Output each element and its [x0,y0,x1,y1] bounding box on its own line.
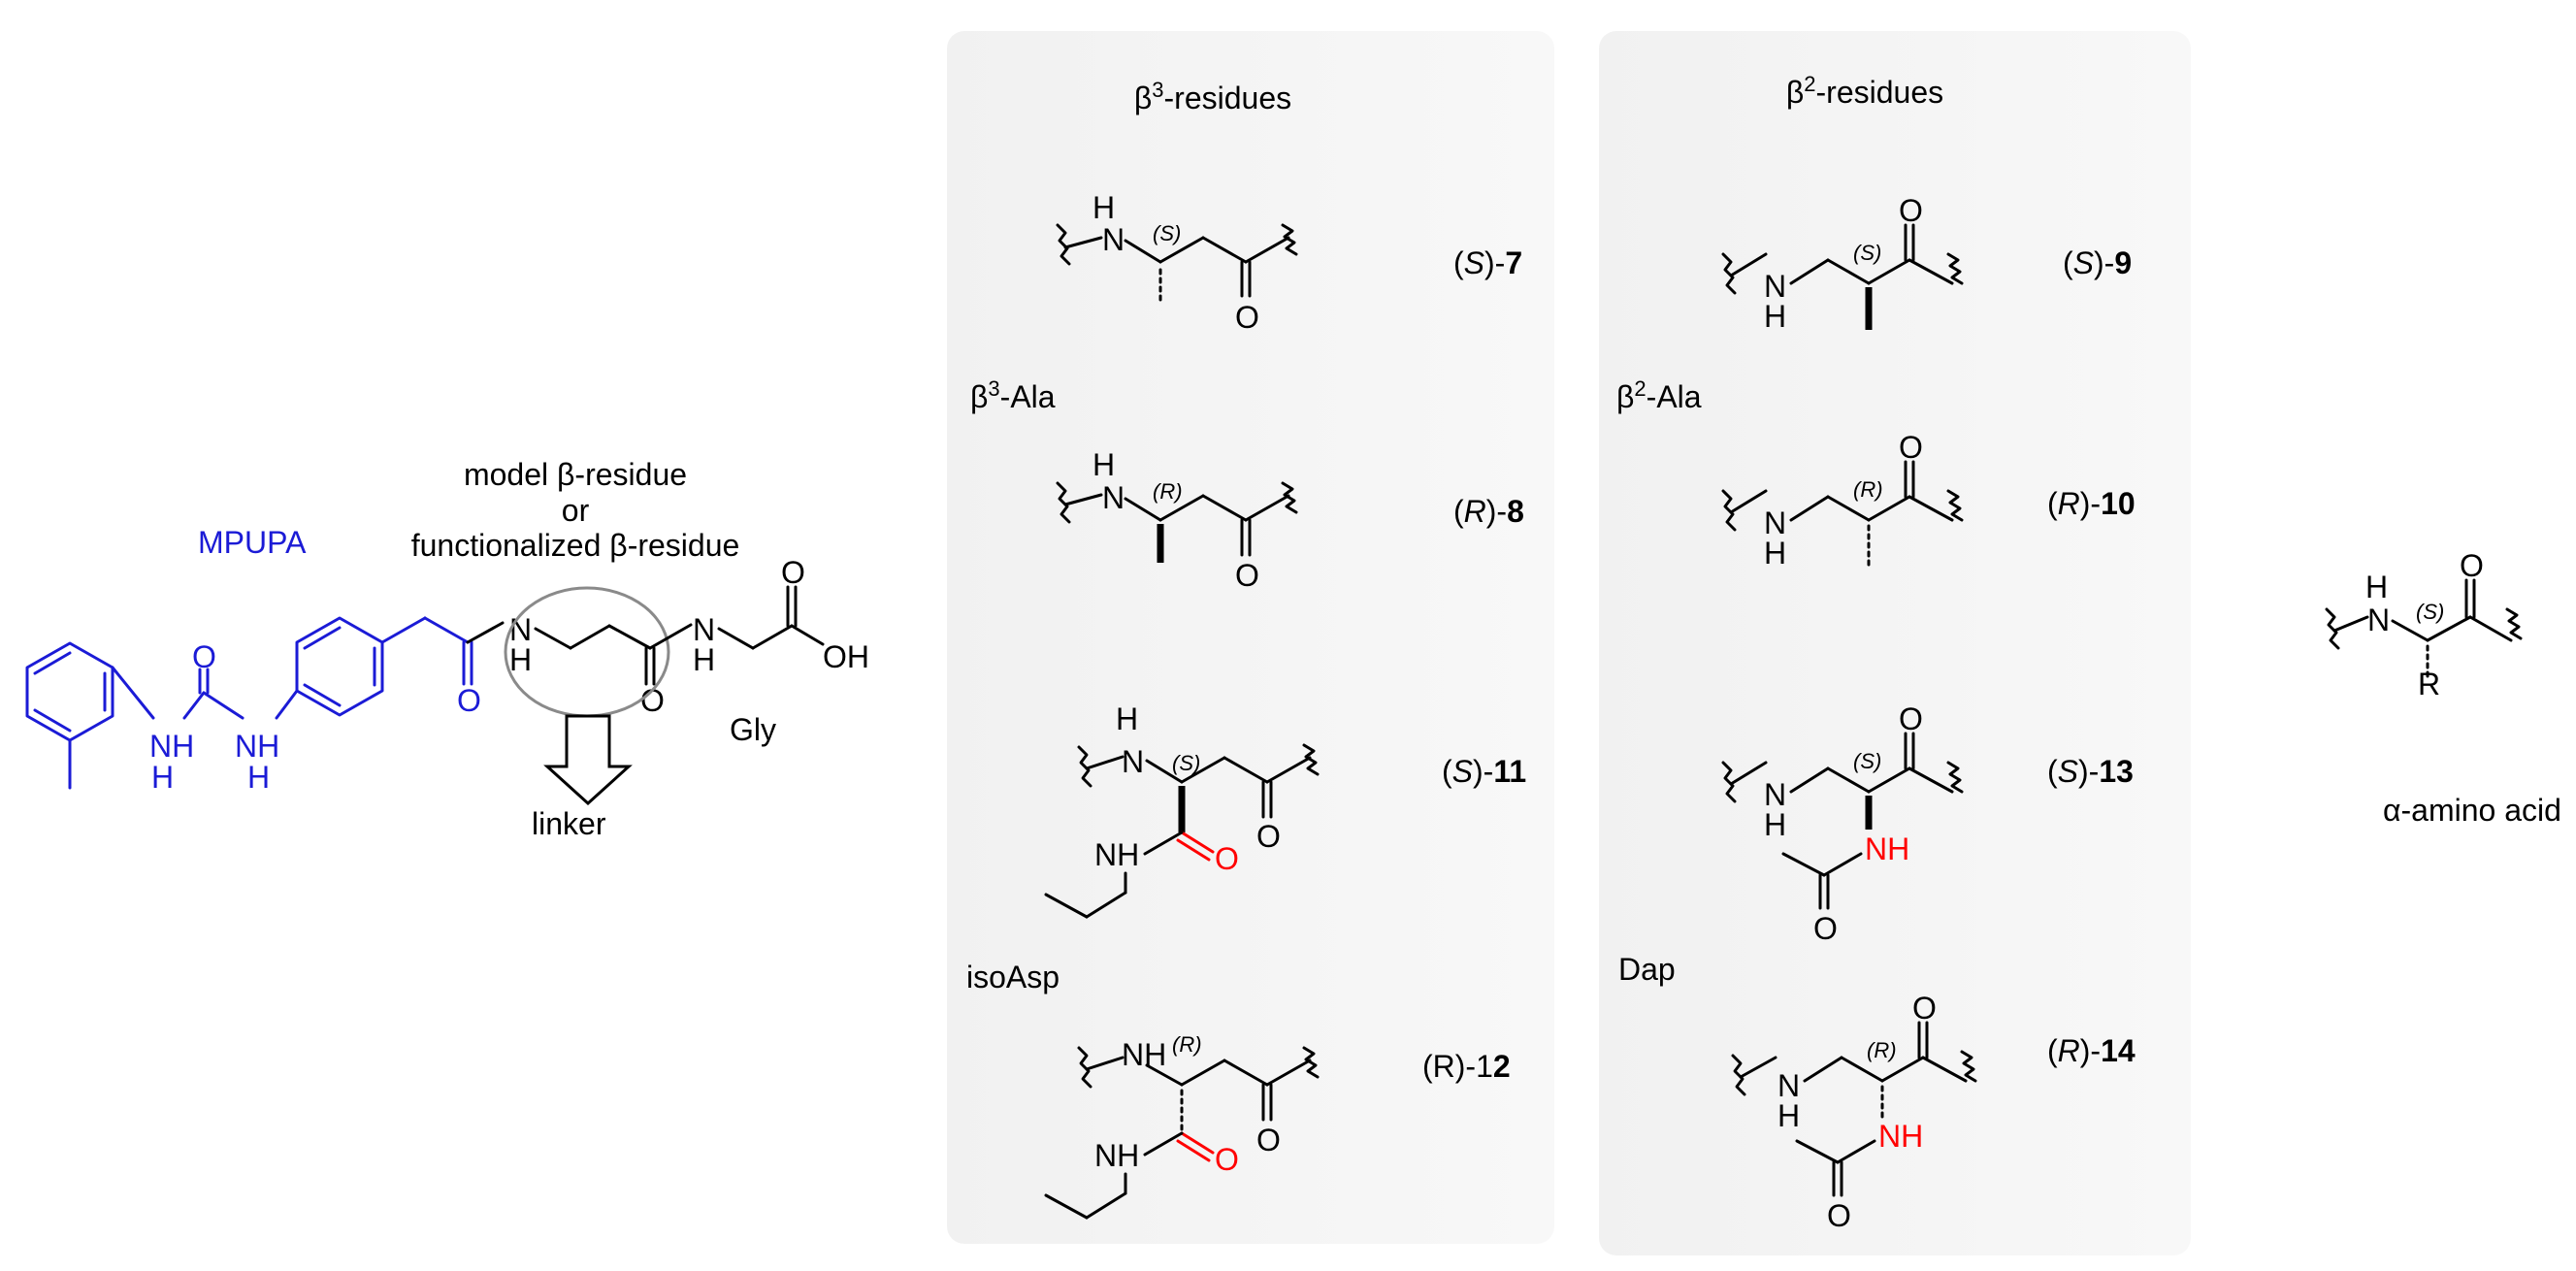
svg-text:O: O [1235,300,1259,335]
svg-text:N: N [1102,480,1125,515]
svg-text:O: O [781,555,805,590]
compound-10-label: (R)-10 [2047,486,2136,521]
dap-label: Dap [1618,952,1676,987]
beta2-panel [1599,31,2191,1255]
linker-region: N H O linker model β-residue or function… [411,457,740,841]
mpupa-label: MPUPA [198,525,307,560]
compound-14-structure: N H (R) O NH O [1731,991,1977,1233]
compound-8-label: (R)-8 [1453,494,1524,529]
compound-10-structure: N H (R) O [1721,430,1964,570]
alpha-amino-acid-structure: N H (S) O R [2325,548,2523,701]
compound-11-label: (S)-11 [1442,754,1526,789]
svg-text:O: O [1813,911,1838,946]
svg-text:(S): (S) [1853,749,1881,773]
svg-text:(S): (S) [2416,600,2444,624]
svg-text:H: H [693,642,715,677]
compound-12-label: (R)-12 [1422,1049,1511,1084]
compound-7-structure: N H (S) O [1056,190,1298,335]
svg-text:O: O [1827,1198,1851,1233]
svg-text:O: O [192,639,216,674]
beta3-panel [947,31,1554,1244]
svg-text:H: H [509,642,532,677]
tolyl-ring [25,641,114,742]
beta3-ala-label: β3-Ala [970,376,1056,414]
beta3-title: β3-residues [1134,78,1291,115]
svg-text:H: H [1764,299,1786,334]
svg-text:N: N [1102,222,1125,257]
svg-text:(R): (R) [1867,1038,1897,1062]
svg-text:H: H [1116,701,1138,736]
svg-text:H: H [1092,447,1115,482]
svg-text:O: O [1215,1142,1239,1177]
compound-9-label: (S)-9 [2063,245,2132,280]
svg-text:N: N [1764,269,1786,304]
compound-14-label: (R)-14 [2047,1033,2136,1068]
svg-text:NH: NH [149,729,194,764]
svg-text:R: R [2418,667,2440,701]
svg-text:O: O [1912,991,1937,1026]
beta2-title: β2-residues [1786,72,1943,110]
svg-text:N: N [1777,1068,1800,1103]
compound-7-label: (S)-7 [1453,245,1522,280]
beta2-ala-label: β2-Ala [1616,376,1702,414]
svg-text:NH: NH [1094,837,1139,872]
model-residue-line1: model β-residue [464,457,687,492]
compound-12-structure: NH (R) O O NH [1044,1032,1320,1220]
svg-text:O: O [1256,1123,1281,1157]
glycine-unit: N H O OH Gly [648,555,869,747]
svg-text:(R): (R) [1853,477,1883,502]
svg-text:O: O [2460,548,2484,583]
model-residue-line3: functionalized β-residue [411,528,740,563]
svg-text:H: H [1777,1098,1800,1133]
linker-label: linker [532,806,606,841]
model-residue-line2: or [562,493,590,528]
svg-text:(S): (S) [1172,751,1200,775]
phenylene-ring [295,616,384,717]
svg-text:H: H [151,760,174,795]
svg-text:H: H [1764,807,1786,842]
linker-arrow [543,714,633,806]
svg-text:N: N [693,612,715,647]
svg-text:NH: NH [1865,831,1909,866]
compound-11-structure: N H (S) O O NH [1044,701,1320,919]
svg-text:O: O [1899,430,1923,465]
svg-text:O: O [1899,193,1923,228]
svg-text:NH: NH [1122,1037,1166,1072]
alpha-amino-acid-label: α-amino acid [2383,793,2561,828]
compound-8-structure: N H (R) O [1056,447,1298,593]
compound-13-label: (S)-13 [2047,754,2134,789]
svg-text:H: H [247,760,270,795]
compound-13-structure: N H (S) O NH O [1721,701,1964,946]
mpupa-scaffold: MPUPA NH H O NH H O [25,525,505,795]
svg-text:NH: NH [1878,1119,1923,1154]
svg-text:(R): (R) [1153,479,1183,504]
svg-text:N: N [2367,603,2390,637]
svg-text:(S): (S) [1853,241,1881,265]
svg-text:O: O [1899,701,1923,736]
compound-9-structure: N H (S) O [1721,193,1964,334]
svg-text:NH: NH [235,729,279,764]
svg-text:N: N [1764,505,1786,540]
svg-text:(R): (R) [1172,1032,1202,1057]
isoasp-label: isoAsp [966,960,1060,994]
svg-text:H: H [1764,536,1786,570]
svg-text:O: O [1215,841,1239,876]
svg-text:H: H [1092,190,1115,225]
svg-text:N: N [1122,744,1144,779]
svg-text:H: H [2365,570,2388,604]
svg-text:OH: OH [823,639,869,674]
svg-text:(S): (S) [1153,221,1181,245]
svg-text:O: O [457,683,481,718]
svg-text:O: O [1235,558,1259,593]
svg-text:N: N [1764,777,1786,812]
svg-text:NH: NH [1094,1138,1139,1173]
svg-text:O: O [1256,819,1281,854]
gly-label: Gly [730,712,776,747]
